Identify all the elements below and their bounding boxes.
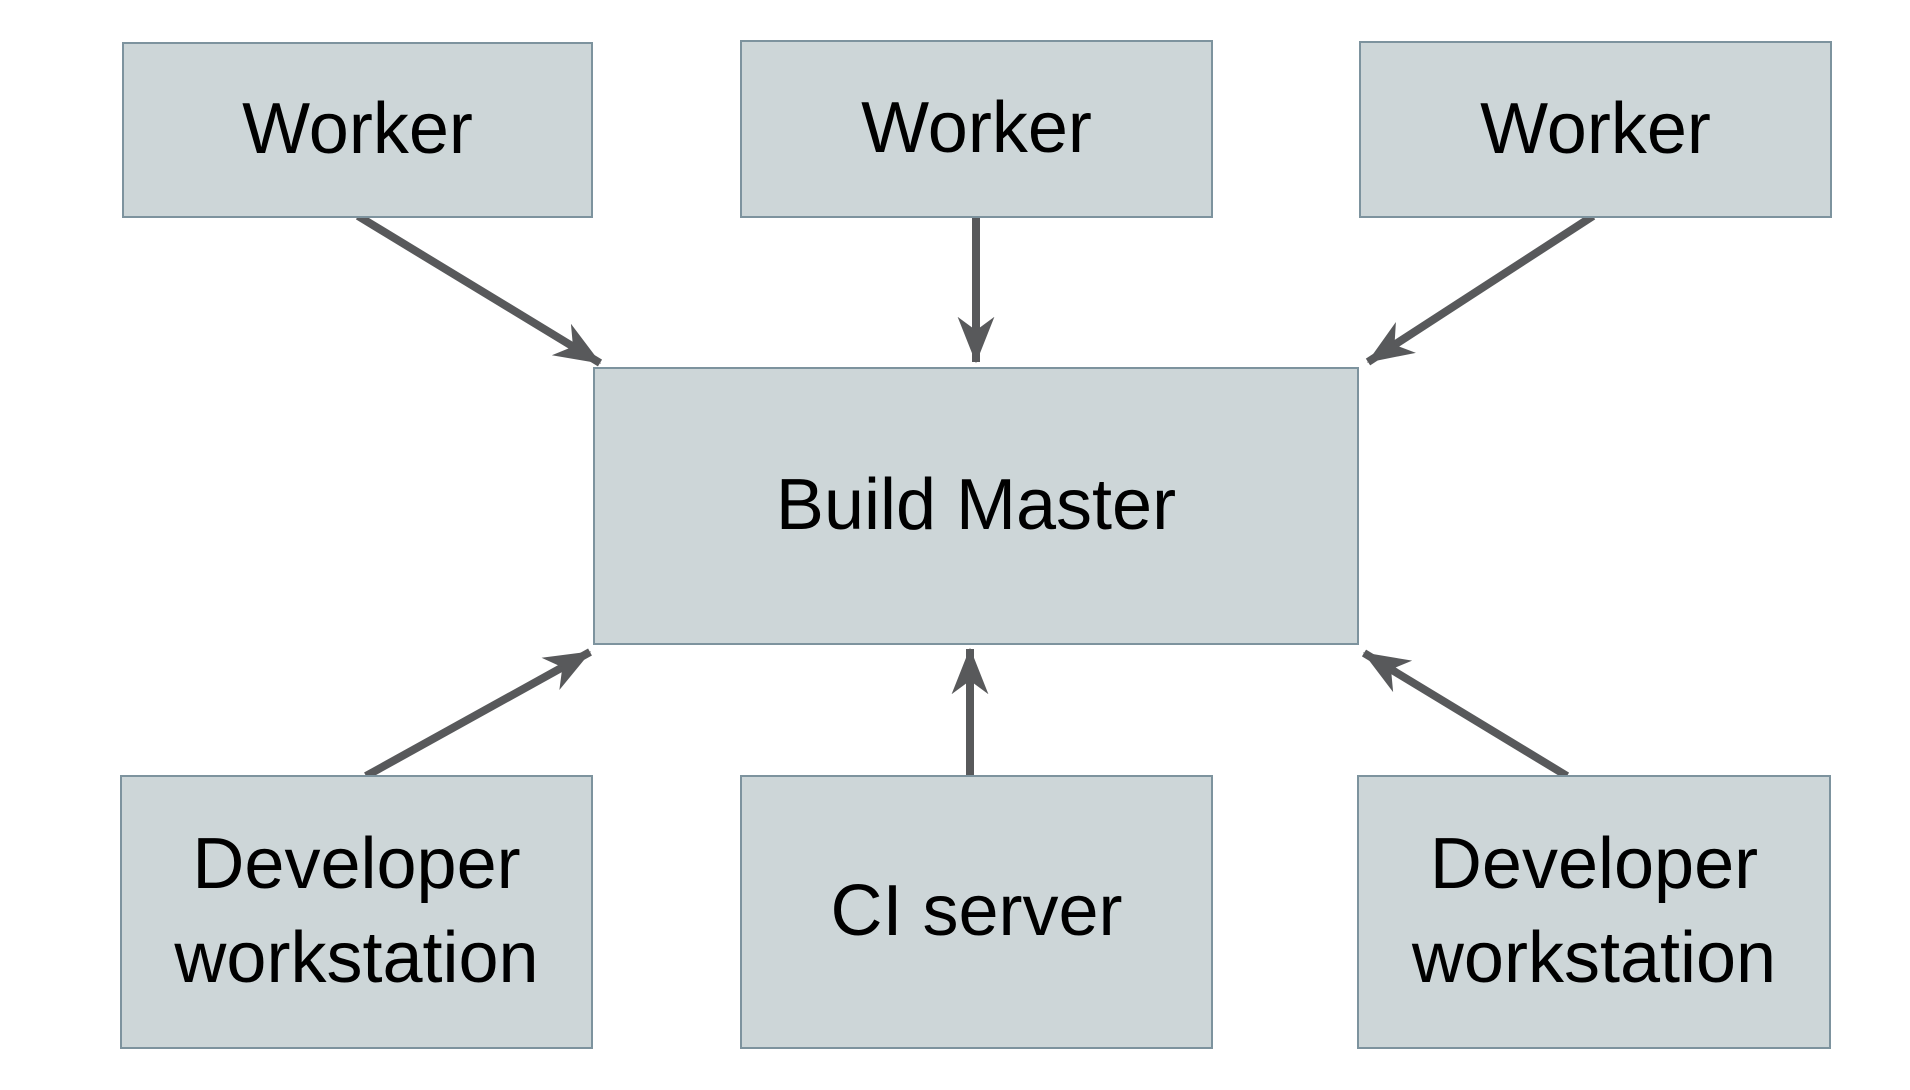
node-worker-2: Worker: [740, 40, 1213, 218]
node-worker-3: Worker: [1359, 41, 1832, 218]
arrow-worker1-to-buildmaster: [355, 212, 603, 367]
node-build-master: Build Master: [593, 367, 1359, 645]
node-build-master-label: Build Master: [775, 465, 1177, 546]
node-worker-1: Worker: [122, 42, 593, 218]
node-worker-3-label: Worker: [1480, 88, 1711, 169]
node-developer-workstation-left: Developer workstation: [120, 775, 593, 1049]
node-ci-server-label: CI server: [830, 871, 1123, 952]
node-developer-workstation-right: Developer workstation: [1357, 775, 1831, 1049]
arrow-devws-left-to-buildmaster: [364, 648, 592, 780]
arrow-worker3-to-buildmaster: [1365, 212, 1596, 366]
arrow-devws-right-to-buildmaster: [1361, 649, 1570, 780]
node-worker-2-label: Worker: [861, 88, 1092, 169]
node-worker-1-label: Worker: [242, 89, 473, 170]
node-developer-workstation-right-label: Developer workstation: [1411, 824, 1777, 998]
node-developer-workstation-left-label: Developer workstation: [174, 824, 539, 998]
node-ci-server: CI server: [740, 775, 1213, 1049]
